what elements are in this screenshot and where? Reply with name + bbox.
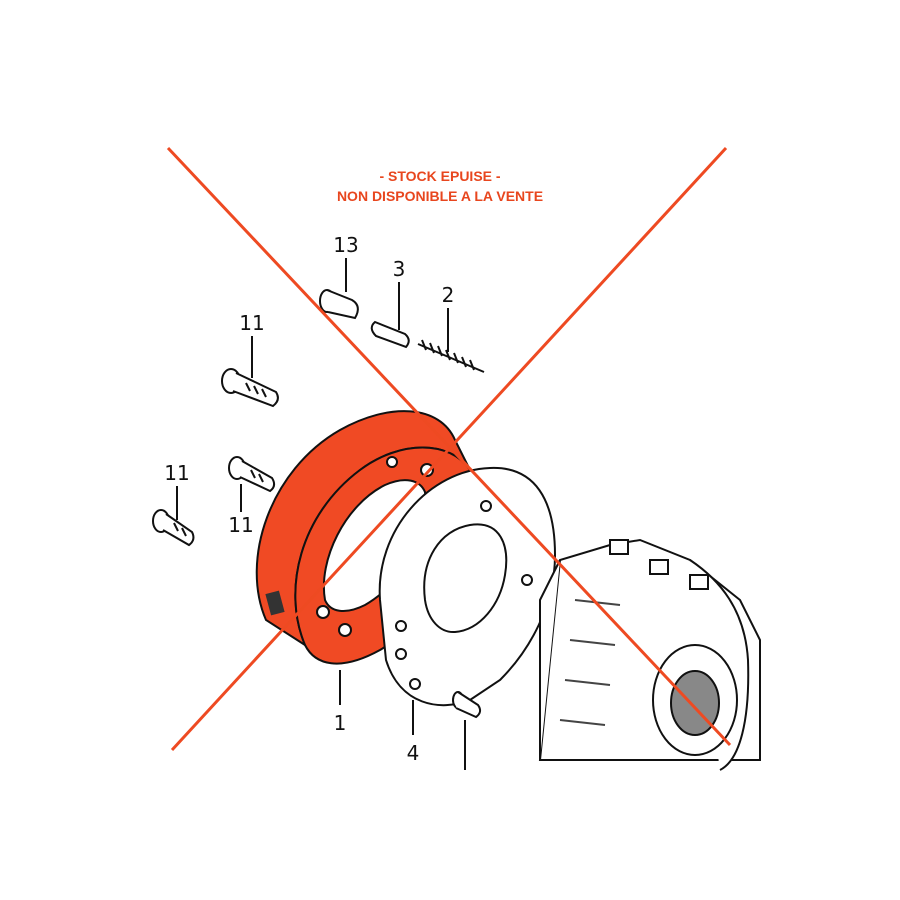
notice-line-stock: - STOCK EPUISE - <box>379 168 501 184</box>
pin-13 <box>319 289 359 320</box>
notice-line-unavailable: NON DISPONIBLE A LA VENTE <box>336 188 544 204</box>
cross-out-line-2 <box>170 146 728 752</box>
callout-13: 13 <box>333 233 358 257</box>
spring-2 <box>417 339 485 373</box>
callout-3: 3 <box>393 257 406 281</box>
callout-2: 2 <box>442 283 455 307</box>
clutch-housing <box>538 538 761 771</box>
screw-11-middle <box>228 456 276 493</box>
dowel-pin <box>452 691 482 719</box>
screw-11-left <box>152 509 195 547</box>
out-of-stock-notice: - STOCK EPUISE - NON DISPONIBLE A LA VEN… <box>250 166 630 206</box>
callout-4: 4 <box>407 741 420 765</box>
callout-11-left: 11 <box>164 461 189 485</box>
callout-11-middle: 11 <box>228 513 253 537</box>
callout-11-top: 11 <box>239 311 264 335</box>
screw-11-top <box>221 368 279 408</box>
callout-1: 1 <box>334 711 347 735</box>
pin-3 <box>370 320 410 349</box>
cross-out-line-1 <box>166 146 732 747</box>
part-4-plate <box>378 466 557 707</box>
